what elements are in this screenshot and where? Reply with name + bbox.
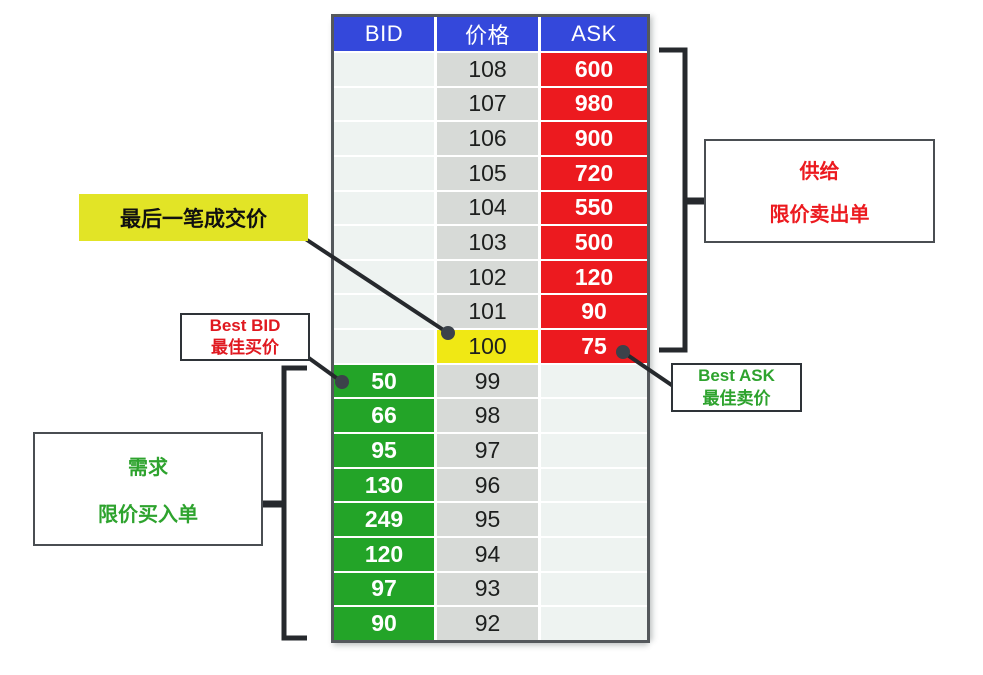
ask-empty-cell — [541, 399, 647, 433]
ask-empty-cell — [541, 537, 647, 571]
price-cell: 108 — [437, 53, 538, 86]
price-cell: 94 — [437, 537, 538, 571]
ask-size-cell: 90 — [541, 295, 647, 329]
price-cell: 101 — [437, 295, 538, 329]
best-ask-subtitle: 最佳卖价 — [702, 388, 771, 408]
best-bid-title: Best BID — [209, 315, 281, 335]
best-ask-title: Best ASK — [698, 366, 775, 386]
supply-label: 供给 限价卖出单 — [704, 139, 935, 243]
price-cell: 103 — [437, 226, 538, 259]
price-cell: 97 — [437, 434, 538, 467]
bid-size-cell: 50 — [334, 364, 434, 398]
ask-size-cell: 980 — [541, 87, 647, 121]
supply-title: 供给 — [799, 161, 840, 183]
ask-empty-cell — [541, 468, 647, 502]
ask-size-cell: 550 — [541, 191, 647, 225]
price-cell: 92 — [437, 607, 538, 640]
bid-size-cell: 95 — [334, 434, 434, 467]
price-cell: 107 — [437, 87, 538, 121]
supply-bracket — [659, 47, 688, 353]
bid-empty-cell — [334, 122, 434, 155]
last-trade-label-text: 最后一笔成交价 — [120, 207, 267, 231]
bid-size-cell: 130 — [334, 468, 434, 502]
ask-size-cell: 120 — [541, 260, 647, 294]
supply-subtitle: 限价卖出单 — [769, 204, 870, 226]
bid-empty-cell — [334, 330, 434, 363]
ask-column-header: ASK — [541, 17, 647, 51]
price-cell: 95 — [437, 503, 538, 536]
demand-subtitle: 限价买入单 — [98, 503, 198, 526]
bid-empty-cell — [334, 295, 434, 329]
price-cell: 104 — [437, 191, 538, 225]
bid-empty-cell — [334, 260, 434, 294]
bid-empty-cell — [334, 156, 434, 190]
table-header-row: BID 价格 ASK — [334, 17, 647, 51]
price-cell: 93 — [437, 572, 538, 606]
best-ask-label: Best ASK 最佳卖价 — [671, 363, 802, 412]
best-bid-subtitle: 最佳买价 — [211, 338, 279, 357]
bid-size-cell: 90 — [334, 607, 434, 640]
demand-title: 需求 — [128, 457, 168, 480]
best-bid-label: Best BID 最佳买价 — [180, 313, 310, 361]
bid-size-cell: 66 — [334, 399, 434, 433]
price-cell: 105 — [437, 156, 538, 190]
last-trade-label: 最后一笔成交价 — [79, 194, 308, 241]
price-column-header: 价格 — [437, 17, 538, 51]
price-cell: 102 — [437, 260, 538, 294]
ask-size-cell: 500 — [541, 226, 647, 259]
ask-empty-cell — [541, 503, 647, 536]
bid-column-header: BID — [334, 17, 434, 51]
price-cell: 96 — [437, 468, 538, 502]
ask-size-cell: 900 — [541, 122, 647, 155]
bid-empty-cell — [334, 226, 434, 259]
demand-bracket — [281, 365, 307, 641]
ask-empty-cell — [541, 364, 647, 398]
bid-size-cell: 120 — [334, 537, 434, 571]
bid-empty-cell — [334, 53, 434, 86]
demand-label: 需求 限价买入单 — [33, 432, 263, 546]
ask-size-cell: 75 — [541, 330, 647, 363]
ask-size-cell: 600 — [541, 53, 647, 86]
last-trade-price-cell: 100 — [437, 330, 538, 363]
bid-empty-cell — [334, 87, 434, 121]
bid-size-cell: 97 — [334, 572, 434, 606]
ask-empty-cell — [541, 572, 647, 606]
ask-size-cell: 720 — [541, 156, 647, 190]
price-cell: 106 — [437, 122, 538, 155]
ask-empty-cell — [541, 607, 647, 640]
bid-size-cell: 249 — [334, 503, 434, 536]
bid-empty-cell — [334, 191, 434, 225]
ask-empty-cell — [541, 434, 647, 467]
price-cell: 99 — [437, 364, 538, 398]
price-cell: 98 — [437, 399, 538, 433]
